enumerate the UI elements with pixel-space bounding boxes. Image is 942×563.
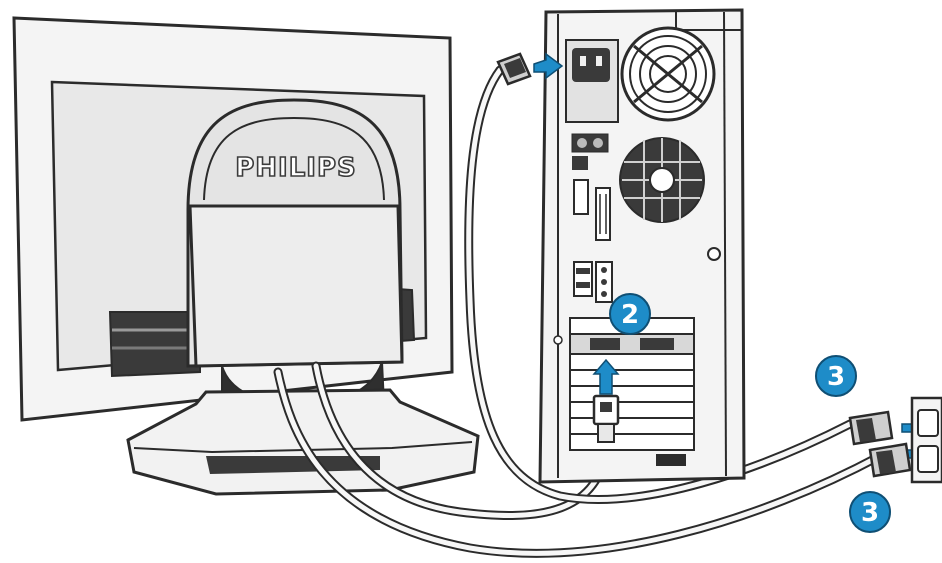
- vga-connector-icon: [592, 394, 620, 443]
- serial-port: [573, 179, 589, 215]
- power-connector-icon: [496, 52, 532, 86]
- base-slot: [206, 456, 380, 474]
- psu-insert-arrow: [533, 52, 564, 80]
- svg-text:3: 3: [827, 362, 845, 392]
- pc-tower: [496, 8, 746, 484]
- power-connector-icon: [572, 48, 610, 82]
- svg-text:2: 2: [621, 300, 639, 330]
- monitor: PHILIPS: [12, 16, 480, 496]
- pc-screw-hole: [707, 247, 721, 261]
- fan-grill-icon: [620, 26, 716, 122]
- power-connector-icon: [848, 410, 912, 478]
- dvi-port: [640, 338, 674, 350]
- svg-text:3: 3: [861, 498, 879, 528]
- monitor-vent-left: [108, 311, 201, 378]
- vga-insert-arrow: [592, 358, 620, 395]
- wall-outlet-icon: [910, 396, 942, 484]
- callout-step-3-top: 3: [815, 355, 857, 397]
- slot-connector: [656, 454, 686, 466]
- parallel-port: [595, 187, 611, 241]
- usb-ports: [573, 261, 593, 297]
- callout-step-3-bottom: 3: [849, 491, 891, 533]
- cable-cover: [188, 204, 404, 368]
- fan-grill-icon: [619, 137, 705, 223]
- callout-step-2: 2: [609, 293, 651, 335]
- brand-logo: PHILIPS: [235, 153, 357, 183]
- vga-port: [590, 338, 620, 350]
- expansion-slots: [569, 317, 695, 451]
